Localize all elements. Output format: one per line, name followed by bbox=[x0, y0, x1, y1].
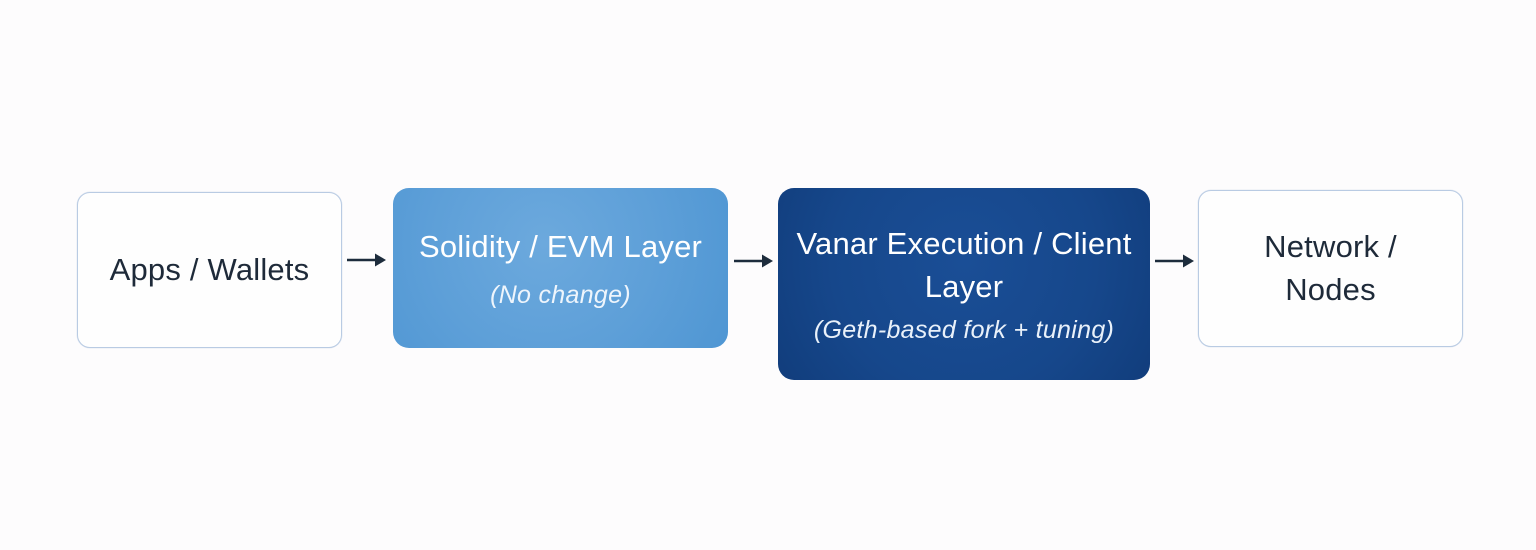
arrow-right-icon bbox=[346, 251, 386, 269]
node-subtitle: (No change) bbox=[490, 280, 631, 309]
arrow-right-icon bbox=[1154, 252, 1194, 270]
node-apps-wallets: Apps / Wallets bbox=[77, 192, 342, 348]
node-subtitle: (Geth-based fork + tuning) bbox=[813, 316, 1115, 345]
node-title: Vanar Execution / Client Layer bbox=[796, 225, 1132, 304]
node-title: Solidity / EVM Layer bbox=[418, 229, 703, 265]
node-solidity-evm-layer: Solidity / EVM Layer (No change) bbox=[393, 188, 728, 348]
node-network-nodes: Network / Nodes bbox=[1198, 190, 1463, 347]
node-vanar-execution-client-layer: Vanar Execution / Client Layer (Geth-bas… bbox=[778, 188, 1150, 380]
arrow-right-icon bbox=[733, 252, 773, 270]
node-title: Network / Nodes bbox=[1264, 228, 1397, 307]
node-title: Apps / Wallets bbox=[109, 251, 310, 287]
